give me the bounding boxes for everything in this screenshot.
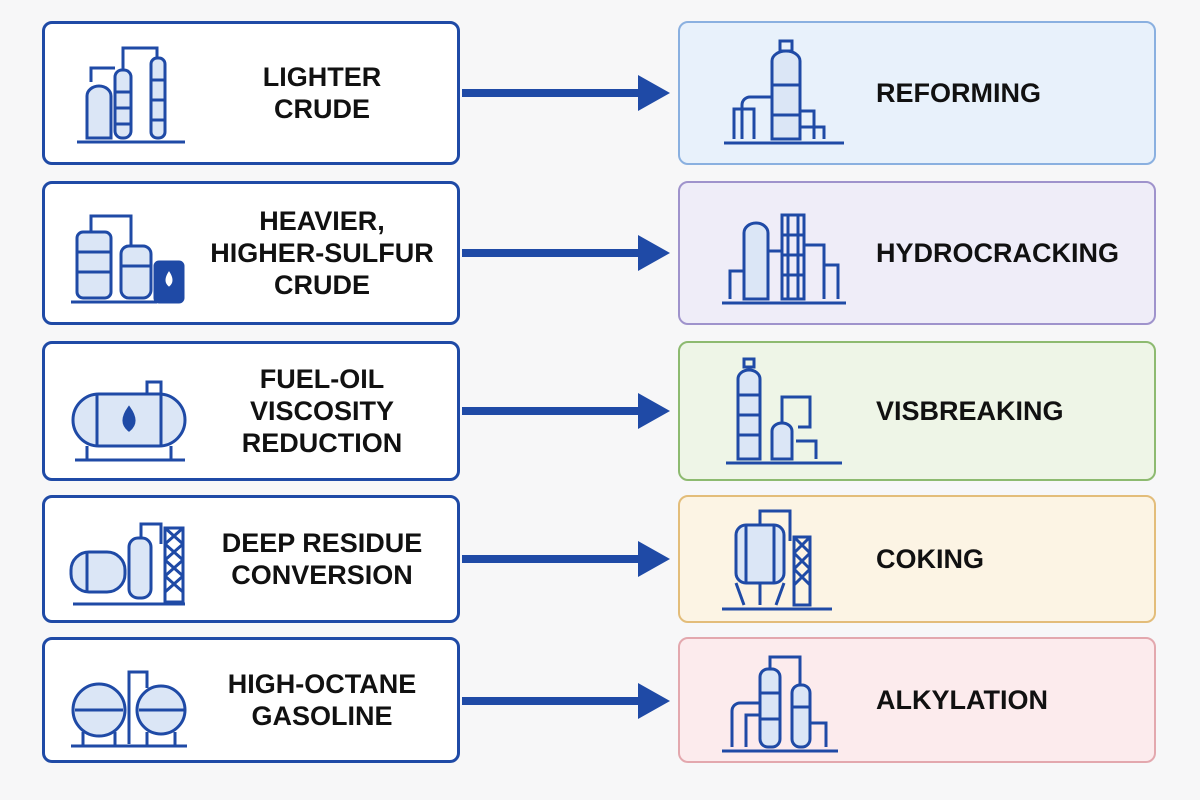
process-label: REFORMING (876, 77, 1041, 108)
horizontal-oil-tank-icon (67, 356, 191, 474)
process-label: ALKYLATION (876, 684, 1048, 715)
distillation-columns-icon (67, 36, 191, 154)
flow-row-4: DEEP RESIDUE CONVERSION COKING (0, 495, 1200, 639)
process-label: COKING (876, 543, 984, 574)
process-label: HYDROCRACKING (876, 237, 1119, 268)
hydrocracker-unit-icon (716, 195, 852, 313)
arrow-icon (462, 235, 670, 271)
process-box-hydrocracking: HYDROCRACKING (678, 181, 1156, 325)
input-label: LIGHTER CRUDE (262, 62, 382, 124)
input-box-deep-residue: DEEP RESIDUE CONVERSION (42, 495, 460, 623)
process-box-coking: COKING (678, 495, 1156, 623)
process-label: VISBREAKING (876, 395, 1064, 426)
arrow-icon (462, 393, 670, 429)
input-box-high-octane: HIGH-OCTANE GASOLINE (42, 637, 460, 763)
storage-tanks-oil-drum-icon (67, 196, 191, 314)
reformer-unit-icon (716, 35, 852, 153)
residue-processing-plant-icon (67, 504, 191, 622)
input-box-fuel-oil: FUEL-OIL VISCOSITY REDUCTION (42, 341, 460, 481)
arrow-icon (462, 75, 670, 111)
spherical-tanks-icon (67, 644, 191, 762)
input-label: HEAVIER, HIGHER-SULFUR CRUDE (210, 206, 434, 300)
flow-row-3: FUEL-OIL VISCOSITY REDUCTION VISBREAKING (0, 341, 1200, 485)
coker-unit-icon (716, 501, 852, 619)
process-box-alkylation: ALKYLATION (678, 637, 1156, 763)
arrow-icon (462, 541, 670, 577)
input-label: DEEP RESIDUE CONVERSION (221, 528, 423, 590)
alkylation-unit-icon (716, 643, 852, 761)
process-box-reforming: REFORMING (678, 21, 1156, 165)
flow-row-2: HEAVIER, HIGHER-SULFUR CRUDE HYDROCRACKI… (0, 181, 1200, 325)
input-box-lighter-crude: LIGHTER CRUDE (42, 21, 460, 165)
flow-row-1: LIGHTER CRUDE REFORMING (0, 21, 1200, 165)
input-label: HIGH-OCTANE GASOLINE (227, 669, 417, 731)
process-box-visbreaking: VISBREAKING (678, 341, 1156, 481)
flow-row-5: HIGH-OCTANE GASOLINE ALKYLATION (0, 637, 1200, 781)
visbreaker-unit-icon (716, 355, 852, 473)
arrow-icon (462, 683, 670, 719)
input-label: FUEL-OIL VISCOSITY REDUCTION (241, 364, 403, 458)
input-box-heavier-crude: HEAVIER, HIGHER-SULFUR CRUDE (42, 181, 460, 325)
